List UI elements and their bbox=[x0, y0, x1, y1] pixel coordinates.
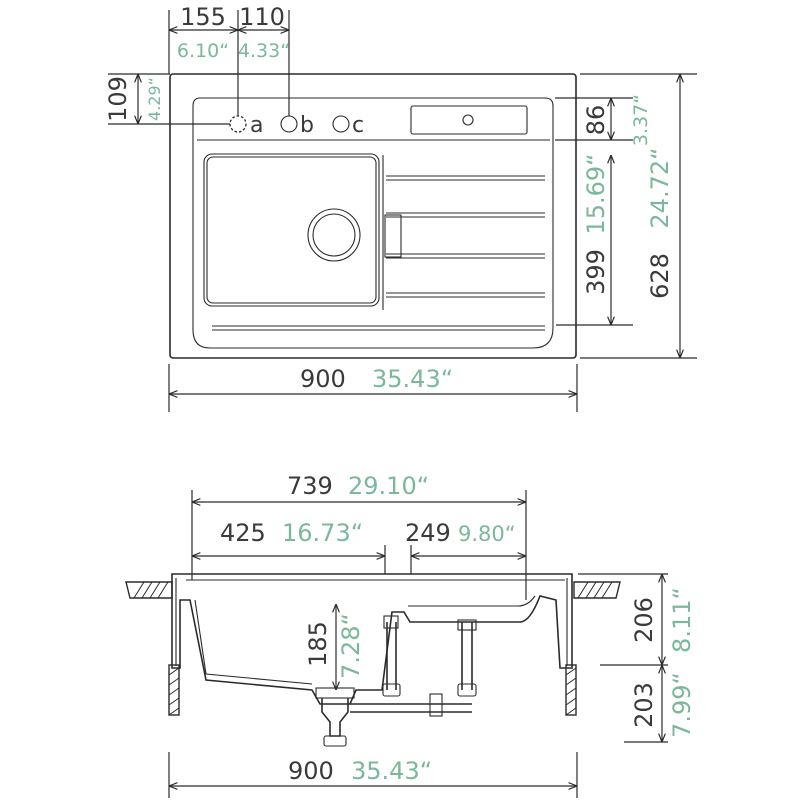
dim-155-in: 6.10“ bbox=[177, 40, 229, 62]
dim-900-bottom-in: 35.43“ bbox=[351, 757, 432, 785]
secondary-drain-head bbox=[457, 619, 477, 631]
cabinet-wall-right bbox=[565, 664, 577, 716]
overflow-pipe bbox=[386, 622, 397, 690]
dim-249-mm: 249 bbox=[405, 519, 451, 547]
dim-86-in: 3.37“ bbox=[630, 94, 652, 146]
dim-extension-lines-right bbox=[555, 73, 697, 359]
drain-inner-icon bbox=[312, 213, 356, 257]
sink-body-inner bbox=[186, 579, 565, 685]
sink-body-outline bbox=[171, 573, 573, 705]
tap-hole-b-label: b bbox=[300, 113, 314, 138]
dim-739-in: 29.10“ bbox=[348, 472, 429, 500]
dim-900-top-in: 35.43“ bbox=[372, 365, 453, 393]
sink-outline bbox=[169, 73, 577, 359]
dim-extension-lines-right-side bbox=[578, 573, 668, 743]
countertop-right bbox=[573, 581, 621, 599]
tap-hole-c-icon bbox=[332, 115, 350, 133]
overflow-slot-side bbox=[384, 214, 402, 258]
draining-groove-3 bbox=[386, 253, 545, 259]
bowl-outline bbox=[203, 153, 380, 307]
overflow-head bbox=[383, 615, 399, 629]
draining-groove-1 bbox=[386, 175, 545, 181]
dim-628-in: 24.72“ bbox=[646, 147, 674, 228]
secondary-drain-pipe bbox=[461, 622, 473, 690]
tap-hole-b-icon bbox=[280, 115, 298, 133]
dim-185-mm: 185 bbox=[304, 621, 332, 667]
secondary-drain-nut bbox=[457, 683, 477, 697]
dim-extension-lines-bottom-side bbox=[168, 752, 578, 798]
dim-249-in: 9.80“ bbox=[458, 522, 516, 546]
dim-206-mm: 206 bbox=[630, 597, 658, 643]
dim-110-in: 4.33“ bbox=[238, 40, 290, 62]
dim-739-mm: 739 bbox=[287, 472, 333, 500]
draining-groove-4 bbox=[386, 292, 545, 298]
dim-109-mm: 109 bbox=[104, 76, 132, 122]
dim-185-in: 7.28“ bbox=[337, 613, 365, 679]
dim-109-in: 4.29“ bbox=[145, 77, 164, 121]
drain-basket bbox=[315, 687, 355, 699]
dim-425-mm: 425 bbox=[220, 519, 266, 547]
overflow-pipe-nut bbox=[382, 683, 401, 697]
dim-900-top-mm: 900 bbox=[300, 365, 346, 393]
dim-110-mm: 110 bbox=[239, 3, 285, 31]
dim-399-in: 15.69“ bbox=[582, 153, 610, 234]
dim-206-in: 8.11“ bbox=[668, 587, 696, 653]
dim-86-mm: 86 bbox=[582, 105, 610, 136]
waste-pipe-joint bbox=[429, 693, 443, 717]
bowl-inner-outline bbox=[206, 156, 377, 304]
dim-203-in: 7.99“ bbox=[668, 672, 696, 738]
tap-hole-a-label: a bbox=[250, 113, 263, 138]
countertop-left bbox=[125, 581, 173, 599]
cabinet-wall-left-hatch bbox=[168, 667, 180, 716]
dim-628-mm: 628 bbox=[646, 253, 674, 299]
sink-inner-flange bbox=[192, 97, 554, 349]
dim-extension-lines-bottom-top bbox=[168, 364, 578, 412]
dim-399-mm: 399 bbox=[582, 249, 610, 295]
overflow-hole-icon bbox=[462, 114, 474, 126]
countertop-right-hatch bbox=[577, 581, 613, 599]
drain-outer-icon bbox=[307, 208, 361, 262]
cabinet-wall-right-hatch bbox=[565, 667, 577, 716]
tap-hole-c-label: c bbox=[352, 113, 364, 138]
side-view: 739 29.10“ 425 16.73“ 249 9.80“ 185 7.28… bbox=[125, 472, 696, 798]
tap-hole-a-icon bbox=[229, 115, 247, 133]
top-view: a b c 155 6.10“ 110 4.33“ 109 4.29“ bbox=[104, 3, 697, 412]
dim-900-bottom-mm: 900 bbox=[288, 757, 334, 785]
countertop-left-hatch bbox=[133, 581, 169, 599]
front-groove bbox=[212, 325, 545, 331]
dim-155-mm: 155 bbox=[180, 3, 226, 31]
dim-203-mm: 203 bbox=[630, 682, 658, 728]
drain-trap-cap bbox=[323, 735, 347, 747]
dim-425-in: 16.73“ bbox=[282, 519, 363, 547]
cabinet-wall-left bbox=[168, 664, 180, 716]
sink-body-wall bbox=[175, 578, 568, 666]
draining-groove-2 bbox=[386, 212, 545, 218]
waste-pipe-horizontal bbox=[350, 703, 472, 713]
overflow-slot bbox=[410, 105, 528, 135]
